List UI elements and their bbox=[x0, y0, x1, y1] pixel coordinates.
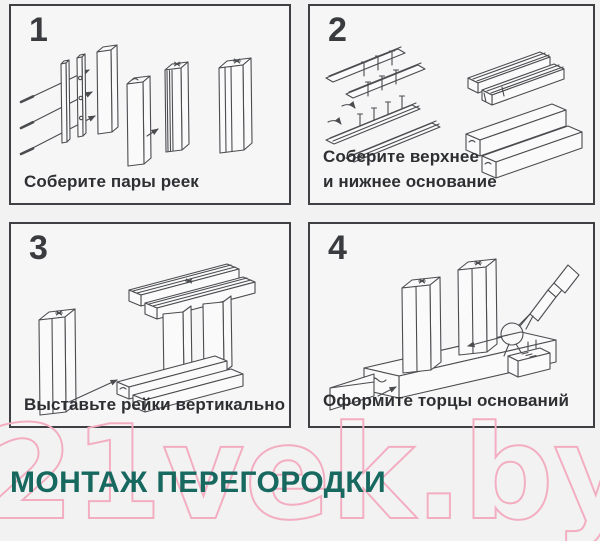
insert-arrow bbox=[69, 380, 118, 402]
step-panel-4: 4 bbox=[308, 222, 595, 428]
loose-post bbox=[39, 309, 76, 415]
step4-illustration-end-caps bbox=[316, 250, 588, 422]
join-arrow bbox=[147, 129, 159, 136]
top-rail-pair-exploded bbox=[326, 47, 425, 109]
step1-illustration-slat-pairs bbox=[17, 36, 285, 172]
step-caption-3: Выставьте рейки вертикально bbox=[24, 395, 286, 414]
step2-illustration-bases bbox=[316, 34, 588, 180]
end-cap-box bbox=[508, 340, 550, 377]
assembled-base-grooved-rails bbox=[468, 52, 564, 105]
step-panel-3: 3 bbox=[9, 222, 291, 428]
step-number-3: 3 bbox=[29, 229, 48, 267]
post-with-screw-points bbox=[97, 45, 118, 134]
plain-post bbox=[127, 76, 151, 166]
step-caption-1: Соберите пары реек bbox=[24, 172, 199, 191]
bottom-rail-pair-exploded bbox=[326, 96, 440, 162]
post-with-attached-slats bbox=[165, 62, 189, 152]
slat-thin-2-with-holes bbox=[77, 54, 86, 137]
step-number-2: 2 bbox=[328, 11, 347, 49]
assembled-pair-post bbox=[219, 58, 252, 153]
slat-thin-1 bbox=[61, 60, 70, 143]
assembled-base-beams bbox=[466, 104, 582, 178]
step-number-1: 1 bbox=[29, 11, 48, 49]
step-caption-4: Оформите торцы оснований bbox=[323, 391, 570, 410]
sheet-title: МОНТАЖ ПЕРЕГОРОДКИ bbox=[10, 466, 387, 499]
wedge-end-trim bbox=[330, 374, 397, 410]
step-number-4: 4 bbox=[328, 229, 347, 267]
top-base-rails bbox=[129, 264, 255, 319]
step-panel-1: 1 bbox=[9, 4, 291, 205]
standing-post-2 bbox=[458, 259, 497, 355]
step-panel-2: 2 bbox=[308, 4, 595, 205]
step3-illustration-vertical-slats bbox=[17, 254, 285, 422]
bottom-base-rails bbox=[117, 356, 243, 412]
standing-post-1 bbox=[402, 277, 441, 373]
screwdriver bbox=[520, 265, 579, 329]
